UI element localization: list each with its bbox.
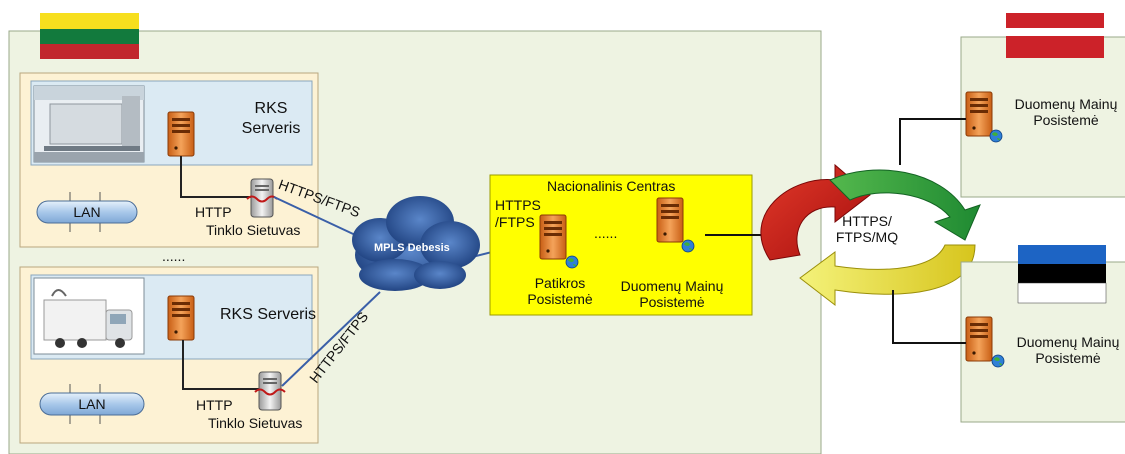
site1-http-label: HTTP [195,204,232,220]
check-globe-icon [565,255,579,269]
site1-server-label: RKS Serveris [236,99,306,139]
site2-gateway-icon [254,371,286,411]
exchange-globe-icon [681,239,695,253]
site2-server-icon [167,295,195,341]
site2-http-label: HTTP [196,397,233,413]
latvia-globe-icon [989,129,1003,143]
lithuania-flag [40,13,139,59]
check-server-icon [539,214,567,260]
site1-gateway-label: Tinklo Sietuvas [206,222,301,238]
site1-gateway-icon [246,178,278,218]
national-center-box [489,174,753,316]
exchange-subsystem-label: Duomenų Mainų Posistemė [612,278,732,310]
estonia-line1: Duomenų Mainų [1016,334,1120,350]
latvia-server-icon [965,91,993,137]
latvia-line1: Duomenų Mainų [1014,96,1118,112]
site1-lan-icon [36,192,138,232]
cloud-label: MPLS Debesis [374,242,450,254]
latvia-flag [1006,13,1104,58]
check-line1: Patikros [534,275,586,291]
estonia-globe-icon [991,354,1005,368]
mpls-cloud-icon [352,196,480,291]
site1-server-label-line1: RKS [254,100,288,117]
exchange-line2: Posistemė [639,294,705,310]
national-center-protocol: HTTPS /FTPS [495,197,541,231]
sites-separator: ...... [162,248,186,264]
site2-lan-label: LAN [78,396,106,412]
exchange-cycle-label: HTTPS/ FTPS/MQ [827,213,907,245]
site2-lan-icon [39,384,145,424]
site1-lan-label: LAN [73,204,101,220]
site1-scanner-image [33,85,145,163]
latvia-line2: Posistemė [1033,112,1099,128]
exchange-line1: Duomenų Mainų [620,278,724,294]
estonia-line2: Posistemė [1035,350,1101,366]
check-subsystem-label: Patikros Posistemė [520,275,600,307]
estonia-node-label: Duomenų Mainų Posistemė [1012,334,1124,366]
site2-gateway-label: Tinklo Sietuvas [208,415,303,431]
cycle-line1: HTTPS/ [842,213,892,229]
protocol-line2: /FTPS [495,214,535,230]
estonia-flag [1017,245,1107,304]
protocol-line1: HTTPS [495,197,541,213]
national-center-dots: ...... [594,225,618,241]
cycle-line2: FTPS/MQ [835,229,899,245]
check-line2: Posistemė [527,291,593,307]
site1-server-icon [167,111,195,157]
latvia-node-label: Duomenų Mainų Posistemė [1010,96,1122,128]
estonia-server-icon [965,316,993,362]
site1-server-label-line2: Serveris [241,120,301,137]
site2-truck-image [33,277,145,355]
exchange-server-icon [656,197,684,243]
exchange-cycle-icon [760,163,981,307]
national-center-title: Nacionalinis Centras [547,178,676,194]
site2-server-label: RKS Serveris [220,306,317,323]
